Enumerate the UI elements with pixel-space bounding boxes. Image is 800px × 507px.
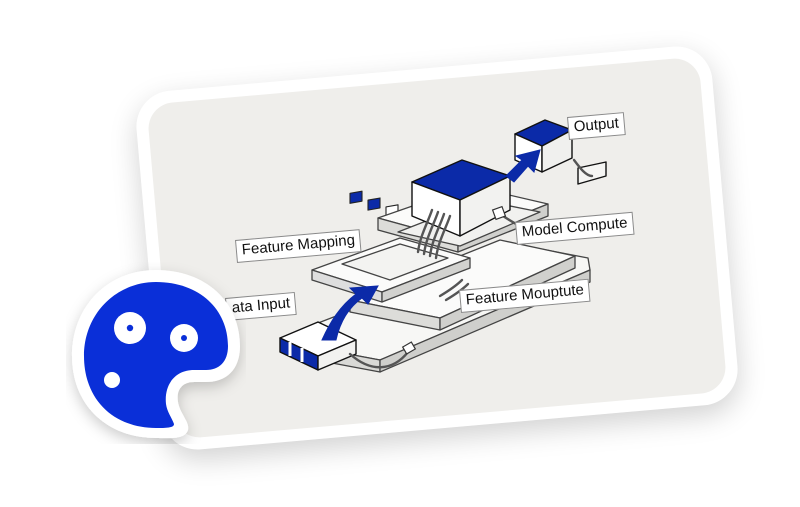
output-block	[514, 119, 607, 185]
data-input-block	[279, 321, 357, 371]
flow-arrows	[321, 149, 541, 341]
cable-plugs	[401, 205, 507, 355]
cables	[348, 158, 594, 369]
palette-logo-icon	[72, 270, 240, 439]
model-compute-block	[411, 159, 511, 237]
